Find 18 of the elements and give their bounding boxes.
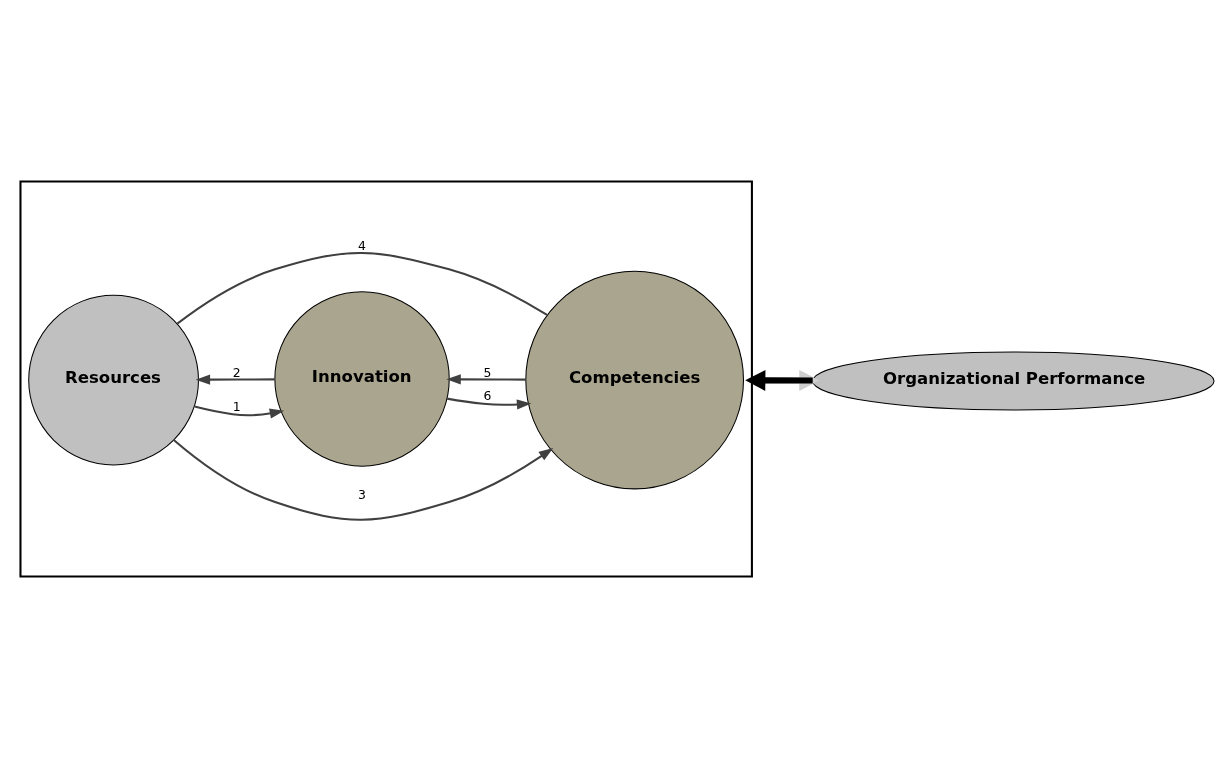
edge-label: 3 xyxy=(358,486,366,502)
edge-label: 6 xyxy=(483,388,492,404)
arrow xyxy=(195,374,275,385)
node-ellipse: Organizational Performance xyxy=(812,351,1215,411)
edge-label: 1 xyxy=(232,398,241,414)
edge-label: 5 xyxy=(483,364,492,380)
arrow xyxy=(446,397,532,410)
connector xyxy=(176,251,548,325)
arrow xyxy=(745,369,813,392)
cluster xyxy=(19,180,753,578)
arrow xyxy=(194,405,285,419)
edge-label: 2 xyxy=(232,364,241,380)
node-circle: Innovation xyxy=(274,291,450,467)
edge-label: 4 xyxy=(358,238,366,254)
node-circle: Resources xyxy=(28,294,199,466)
node-circle: Competencies xyxy=(525,270,744,490)
arrow xyxy=(173,439,554,521)
arrow xyxy=(446,374,526,385)
